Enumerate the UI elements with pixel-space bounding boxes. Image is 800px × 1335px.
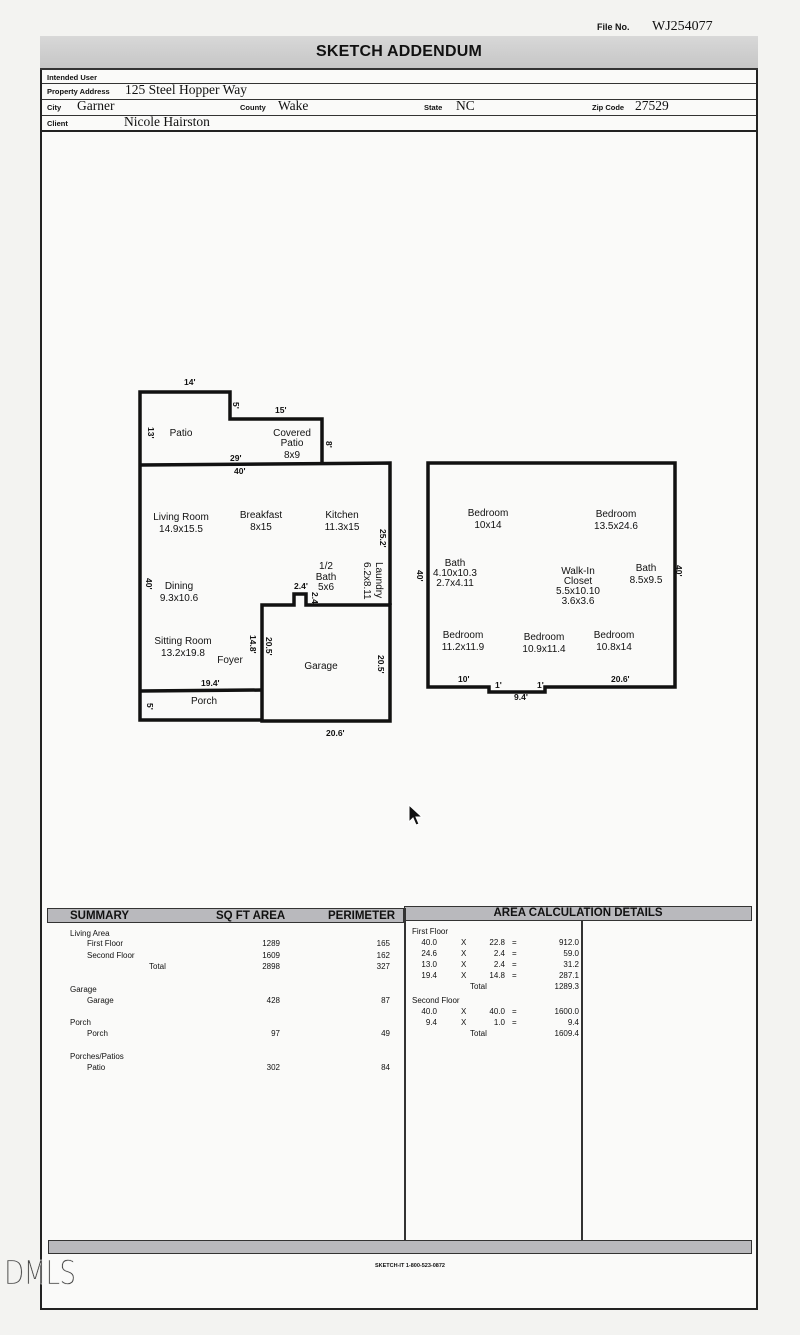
row-name: Second Floor: [87, 951, 135, 960]
calc-b: 1.0: [493, 1018, 505, 1027]
row-perimeter: 165: [376, 939, 390, 948]
client-value: Nicole Hairston: [124, 114, 210, 129]
summary-col-label: SUMMARY: [70, 910, 129, 922]
location-row: City Garner County Wake State NC Zip Cod…: [42, 98, 756, 116]
column-divider: [404, 908, 406, 1241]
row-area: 428: [266, 996, 280, 1005]
total-value: 1609.4: [554, 1029, 579, 1038]
calc-result: 59.0: [563, 949, 579, 958]
mouse-cursor-icon: [408, 803, 424, 833]
state-value: NC: [456, 98, 475, 113]
summary-header: SUMMARY SQ FT AREA PERIMETER: [47, 908, 404, 923]
row-area: 97: [271, 1029, 280, 1038]
footer-bar: [48, 1240, 752, 1254]
row-name: First Floor: [87, 939, 123, 948]
calc-op: X: [461, 1018, 467, 1027]
row-area: 302: [266, 1063, 280, 1072]
state-label: State: [424, 103, 443, 112]
calc-result: 287.1: [558, 971, 579, 980]
calc-eq: =: [512, 960, 517, 969]
calc-eq: =: [512, 938, 517, 947]
calc-a: 40.0: [421, 938, 437, 947]
file-number-label: File No.: [597, 22, 630, 32]
perimeter-col-label: PERIMETER: [328, 910, 396, 922]
intended-user-label: Intended User: [47, 73, 98, 82]
property-address-value: 125 Steel Hopper Way: [125, 82, 248, 97]
floor-label: Second Floor: [412, 996, 460, 1005]
calc-op: X: [461, 1007, 467, 1016]
row-name: Garage: [87, 996, 114, 1005]
calc-op: X: [461, 949, 467, 958]
total-value: 1289.3: [554, 982, 579, 991]
calc-eq: =: [512, 971, 517, 980]
calc-b: 2.4: [493, 960, 505, 969]
form-frame: [40, 36, 758, 1310]
row-area: 1609: [262, 951, 280, 960]
row-area: 1289: [262, 939, 280, 948]
intended-user-row: Intended User: [42, 70, 756, 84]
floor-label: First Floor: [412, 927, 448, 936]
calc-eq: =: [512, 949, 517, 958]
calc-op: X: [461, 938, 467, 947]
row-name: Patio: [87, 1063, 106, 1072]
calc-result: 9.4: [567, 1018, 579, 1027]
row-area: 2898: [262, 962, 280, 971]
client-label: Client: [47, 119, 68, 128]
calc-b: 2.4: [493, 949, 505, 958]
column-divider: [581, 921, 583, 1241]
calc-eq: =: [512, 1007, 517, 1016]
zip-value: 27529: [635, 98, 669, 113]
watermark-logo: DMLS: [4, 1253, 76, 1292]
calc-op: X: [461, 960, 467, 969]
sqft-col-label: SQ FT AREA: [216, 910, 286, 922]
software-credit: SKETCH-IT 1-800-523-0872: [374, 1263, 445, 1269]
calc-eq: =: [512, 1018, 517, 1027]
calc-result: 1600.0: [554, 1007, 579, 1016]
calc-a: 19.4: [421, 971, 437, 980]
file-number-value: WJ254077: [652, 19, 713, 34]
group-label: Porch: [70, 1018, 91, 1027]
calc-b: 40.0: [489, 1007, 505, 1016]
property-address-label: Property Address: [47, 87, 110, 96]
calc-a: 9.4: [425, 1018, 437, 1027]
group-label: Living Area: [70, 929, 110, 938]
calc-result: 31.2: [563, 960, 579, 969]
calc-a: 13.0: [421, 960, 437, 969]
total-label: Total: [470, 1029, 487, 1038]
row-perimeter: 49: [381, 1029, 390, 1038]
city-label: City: [47, 103, 62, 112]
page-title: SKETCH ADDENDUM: [40, 36, 758, 70]
row-perimeter: 87: [381, 996, 390, 1005]
row-perimeter: 84: [381, 1063, 390, 1072]
calc-a: 24.6: [421, 949, 437, 958]
total-label: Total: [470, 982, 487, 991]
county-value: Wake: [278, 98, 309, 113]
client-row: Client Nicole Hairston: [42, 114, 756, 132]
area-calc-header: AREA CALCULATION DETAILS: [404, 906, 752, 921]
row-perimeter: 162: [376, 951, 390, 960]
calc-result: 912.0: [558, 938, 579, 947]
group-label: Garage: [70, 985, 97, 994]
row-perimeter: 327: [376, 962, 390, 971]
county-label: County: [240, 103, 266, 112]
calc-b: 22.8: [489, 938, 505, 947]
calc-a: 40.0: [421, 1007, 437, 1016]
calc-op: X: [461, 971, 467, 980]
row-name: Porch: [87, 1029, 108, 1038]
group-label: Porches/Patios: [70, 1052, 124, 1061]
calc-b: 14.8: [489, 971, 505, 980]
city-value: Garner: [77, 98, 115, 113]
zip-label: Zip Code: [592, 103, 625, 112]
row-name: Total: [149, 962, 166, 971]
property-address-row: Property Address 125 Steel Hopper Way: [42, 82, 756, 100]
